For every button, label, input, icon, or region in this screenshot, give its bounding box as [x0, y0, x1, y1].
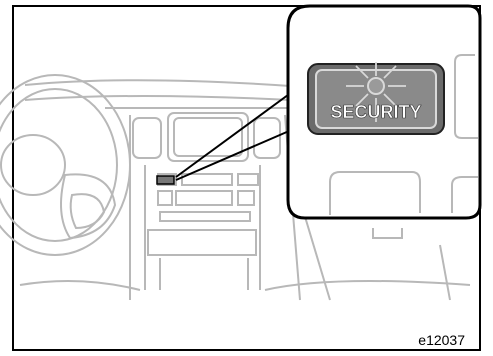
callout-edge-shape [451, 176, 478, 213]
pointer-line-bottom [175, 127, 297, 181]
left-seat-curve [19, 280, 141, 291]
callout-detail [329, 54, 478, 215]
callout-vent-edge [454, 54, 478, 139]
right-door-line [439, 244, 451, 301]
dashboard-top-line [24, 79, 291, 87]
console-clip [372, 228, 403, 239]
flashing-light-icon [346, 62, 406, 122]
center-vent-inner [173, 117, 243, 157]
steering-hub [0, 134, 66, 196]
console-strip [159, 211, 251, 222]
right-vent [253, 117, 281, 159]
pointer-line-top [175, 91, 293, 178]
dashboard-second-line [24, 95, 291, 101]
console-display [175, 190, 233, 206]
callout-console-shape [329, 171, 421, 215]
security-label: SECURITY [330, 102, 421, 122]
steering-wheel-inner [0, 88, 118, 242]
steering-spoke [60, 173, 117, 240]
flashing-light-center [367, 77, 385, 95]
console-lower-lines [159, 258, 249, 290]
center-vent-outer [167, 112, 249, 162]
console-button [237, 190, 255, 206]
console-panel [147, 229, 257, 256]
dashboard-lines [0, 74, 471, 301]
right-seat-curve [264, 280, 471, 291]
steering-spoke-inner [69, 193, 106, 230]
callout-pointer [175, 91, 297, 181]
console-slot [181, 173, 233, 186]
figure-code: e12037 [418, 332, 465, 348]
security-indicator-small [156, 175, 175, 185]
console-button [237, 173, 259, 186]
console-button [157, 190, 173, 206]
left-vent [132, 117, 162, 159]
